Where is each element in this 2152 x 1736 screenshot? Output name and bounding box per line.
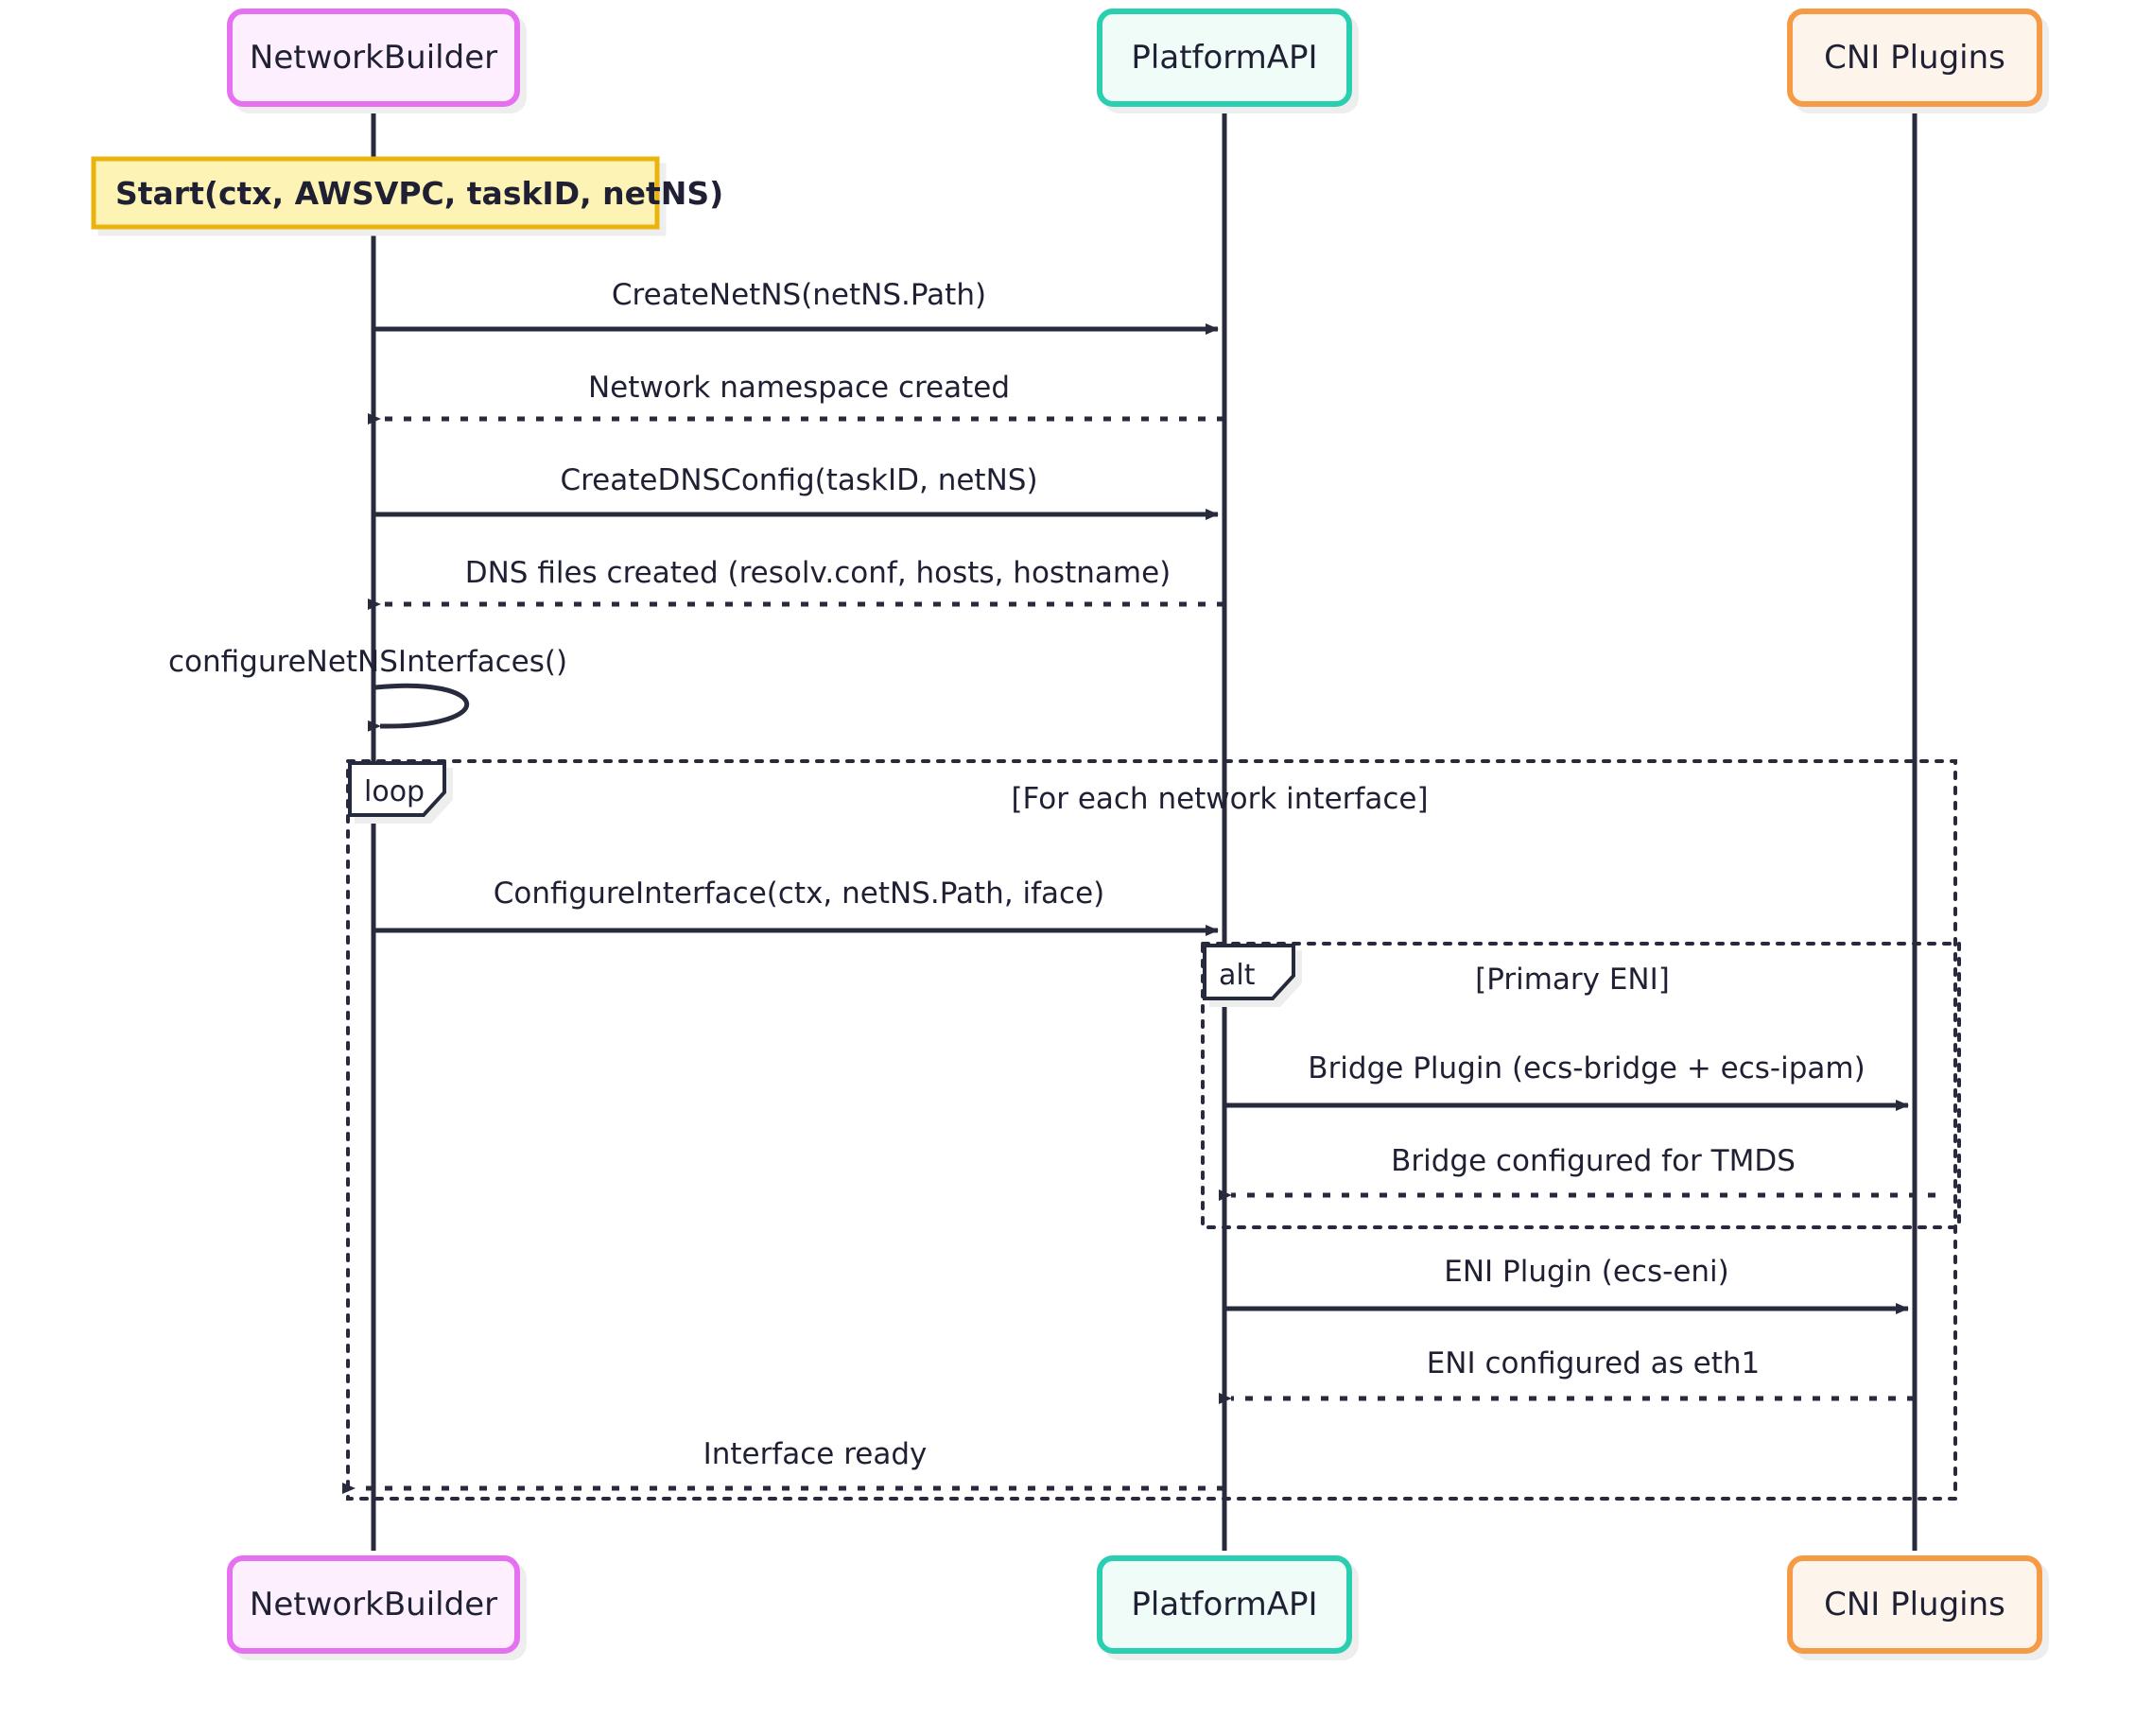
lifelines (371, 104, 1918, 1551)
message-label-bridge-configured: Bridge configured for TMDS (1391, 1144, 1796, 1178)
message-configurenetnsinterfaces-self: configureNetNSInterfaces() (168, 645, 567, 732)
participant-box-cniplugins-bottom[interactable] (1787, 1555, 2042, 1654)
participant-box-networkbuilder-bottom[interactable] (227, 1555, 520, 1654)
participant-top-platformapi[interactable]: PlatformAPI (1097, 9, 1352, 107)
message-label-dns-files-created: DNS files created (resolv.conf, hosts, h… (465, 556, 1171, 590)
participant-label-networkbuilder-bottom: NetworkBuilder (250, 1586, 497, 1623)
loop-block-frame (346, 759, 1957, 1501)
participant-label-cniplugins-top: CNI Plugins (1824, 39, 2005, 77)
message-label-eni-configured: ENI configured as eth1 (1427, 1346, 1761, 1380)
message-network-namespace-created: Network namespace created (368, 371, 1224, 425)
message-label-bridge-plugin: Bridge Plugin (ecs-bridge + ecs-ipam) (1308, 1051, 1865, 1085)
loop-block-tag-label: loop (364, 775, 425, 808)
participant-label-platformapi-bottom: PlatformAPI (1131, 1586, 1317, 1623)
message-interface-ready: Interface ready (342, 1437, 1224, 1494)
note-box (91, 156, 660, 230)
participant-top-networkbuilder[interactable]: NetworkBuilder (227, 9, 520, 107)
participant-bottom-cniplugins[interactable]: CNI Plugins (1787, 1555, 2042, 1654)
message-label-createnetns: CreateNetNS(netNS.Path) (612, 278, 986, 312)
alt-block-tag-label: alt (1219, 959, 1256, 992)
message-label-configureinterface: ConfigureInterface(ctx, netNS.Path, ifac… (494, 877, 1105, 911)
participant-box-platformapi-bottom[interactable] (1097, 1555, 1352, 1654)
participant-bottom-networkbuilder[interactable]: NetworkBuilder (227, 1555, 520, 1654)
message-label-configurenetnsinterfaces: configureNetNSInterfaces() (168, 645, 567, 679)
alt-block: alt [Primary ENI] (1201, 942, 1961, 1229)
participant-bottom-platformapi[interactable]: PlatformAPI (1097, 1555, 1352, 1654)
loop-block: loop [For each network interface] (346, 759, 1957, 1501)
alt-block-title: [Primary ENI] (1475, 963, 1670, 997)
participant-label-networkbuilder-top: NetworkBuilder (250, 39, 497, 77)
alt-block-tag-shape (1203, 944, 1295, 1000)
note-start: Start(ctx, AWSVPC, taskID, netNS) (91, 156, 723, 230)
message-label-creatednsconfig: CreateDNSConfig(taskID, netNS) (560, 463, 1037, 497)
participant-box-cniplugins-top[interactable] (1787, 9, 2042, 107)
participant-box-networkbuilder-top[interactable] (227, 9, 520, 107)
message-label-interface-ready: Interface ready (703, 1437, 928, 1471)
participant-top-cniplugins[interactable]: CNI Plugins (1787, 9, 2042, 107)
participant-label-cniplugins-bottom: CNI Plugins (1824, 1586, 2005, 1623)
message-creatednsconfig: CreateDNSConfig(taskID, netNS) (373, 463, 1219, 520)
message-eni-plugin: ENI Plugin (ecs-eni) (1224, 1255, 1909, 1314)
message-label-network-namespace-created: Network namespace created (588, 371, 1010, 405)
note-label: Start(ctx, AWSVPC, taskID, netNS) (115, 175, 723, 212)
message-configureinterface: ConfigureInterface(ctx, netNS.Path, ifac… (373, 877, 1219, 936)
message-bridge-plugin: Bridge Plugin (ecs-bridge + ecs-ipam) (1224, 1051, 1909, 1111)
message-eni-configured: ENI configured as eth1 (1219, 1346, 1915, 1404)
message-bridge-configured: Bridge configured for TMDS (1219, 1144, 1935, 1201)
alt-block-frame (1201, 942, 1961, 1229)
message-label-eni-plugin: ENI Plugin (ecs-eni) (1444, 1255, 1729, 1289)
message-dns-files-created: DNS files created (resolv.conf, hosts, h… (368, 556, 1224, 610)
loop-block-tag-shape (348, 761, 446, 817)
participant-label-platformapi-top: PlatformAPI (1131, 39, 1317, 77)
message-selfloop-arc-configurenetnsinterfaces (367, 683, 470, 732)
message-createnetns: CreateNetNS(netNS.Path) (373, 278, 1219, 335)
loop-block-title: [For each network interface] (1011, 782, 1428, 816)
participant-box-platformapi-top[interactable] (1097, 9, 1352, 107)
